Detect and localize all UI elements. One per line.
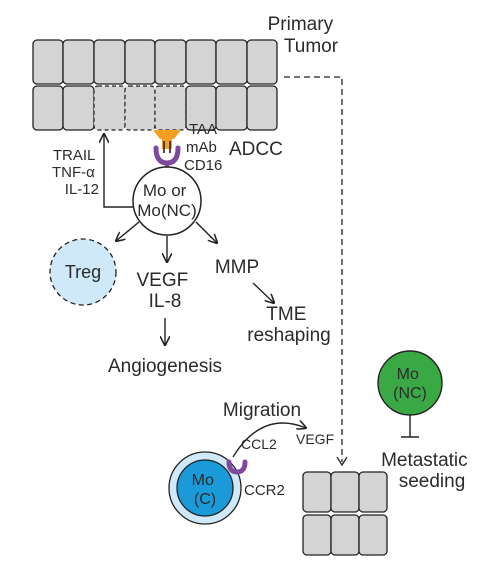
primary-tumor-label: Primary Tumor	[268, 14, 339, 57]
mo-nc-line-1: Mo	[397, 366, 419, 383]
adcc-complex	[153, 130, 181, 169]
metastatic-cell	[302, 471, 332, 513]
arrow-to-treg	[116, 221, 140, 241]
metastatic-cells	[302, 471, 388, 556]
mo-c-cell	[176, 459, 234, 517]
cd16-label: CD16	[184, 157, 222, 174]
vegf-line: VEGF	[136, 270, 188, 291]
il8-line: IL-8	[149, 291, 182, 312]
monocyte-line-1: Mo or	[143, 181, 187, 200]
tumor-cell	[62, 85, 95, 131]
tumor-cell	[246, 39, 278, 85]
primary-tumor-cells	[32, 39, 278, 131]
metastatic-line-2: seeding	[399, 471, 466, 492]
tumor-cell	[62, 39, 95, 85]
mab-antibody-stem	[163, 141, 171, 153]
cytokine-il12: IL-12	[65, 181, 99, 198]
primary-tumor-line-2: Tumor	[284, 36, 339, 57]
cd16-receptor-stem	[165, 161, 169, 169]
tumor-cell	[124, 39, 156, 85]
tumor-cell-dying	[154, 85, 187, 131]
cytokine-trail: TRAIL	[53, 147, 95, 164]
treg-label: Treg	[65, 262, 101, 282]
primary-tumor-line-1: Primary	[268, 14, 334, 35]
tumor-cell	[32, 85, 64, 131]
metastatic-cell	[330, 471, 360, 513]
inhibition-line	[401, 415, 419, 438]
taa-antigen-icon	[153, 130, 181, 139]
migration-label: Migration	[223, 400, 301, 421]
mo-c-line-2: (C)	[194, 491, 216, 508]
vegf-small-label: VEGF	[296, 431, 334, 447]
mab-antibody-icon	[162, 139, 172, 149]
tme-line-2: reshaping	[247, 325, 330, 346]
taa-label: TAA	[189, 121, 217, 138]
metastatic-cell	[358, 514, 388, 556]
cytokines-label: TRAIL TNF-α IL-12	[52, 147, 99, 198]
treg-cell	[49, 238, 117, 306]
tumor-cell-dying	[124, 85, 156, 131]
mmp-label: MMP	[215, 257, 259, 278]
cytokine-tnf: TNF-α	[52, 164, 95, 181]
ccr2-label: CCR2	[244, 482, 285, 499]
adcc-label: ADCC	[229, 139, 283, 160]
arrow-to-tme	[252, 282, 274, 303]
monocyte-line-2: Mo(NC)	[137, 201, 197, 220]
mo-nc-cell	[377, 350, 443, 416]
metastasis-arrowhead	[336, 456, 348, 467]
ccl2-label: CCL2	[241, 436, 277, 452]
tumor-cell	[215, 39, 248, 85]
tme-line-1: TME	[266, 304, 306, 325]
mo-nc-line-2: (NC)	[393, 385, 427, 402]
vegf-il8-label: VEGF IL-8	[136, 270, 193, 312]
mo-c-label: Mo (C)	[192, 472, 219, 508]
tumor-cell	[32, 39, 64, 85]
metastatic-cell	[330, 514, 360, 556]
tumor-cell	[93, 39, 126, 85]
cd16-receptor-icon	[153, 145, 181, 166]
mab-label: mAb	[186, 139, 217, 156]
mo-c-line-1: Mo	[192, 472, 214, 489]
ccr2-receptor-icon	[226, 459, 248, 475]
tme-label: TME reshaping	[247, 304, 330, 346]
metastatic-cell	[358, 471, 388, 513]
tumor-cell-dying	[93, 85, 126, 131]
metastatic-label: Metastatic seeding	[381, 450, 473, 492]
migration-arrow	[232, 423, 306, 458]
metastatic-line-1: Metastatic	[381, 450, 468, 471]
cytokine-arrow	[104, 134, 134, 208]
tumor-cell	[185, 39, 217, 85]
metastatic-cell	[302, 514, 332, 556]
arrow-to-mmp	[195, 221, 217, 243]
monocyte-cell	[132, 166, 202, 236]
metastasis-path	[284, 76, 343, 462]
mo-nc-label: Mo (NC)	[393, 366, 427, 402]
tumor-cell	[154, 39, 187, 85]
tumor-cell	[215, 85, 248, 131]
tumor-cell	[246, 85, 278, 131]
monocyte-label: Mo or Mo(NC)	[137, 181, 197, 220]
angiogenesis-label: Angiogenesis	[108, 356, 222, 377]
